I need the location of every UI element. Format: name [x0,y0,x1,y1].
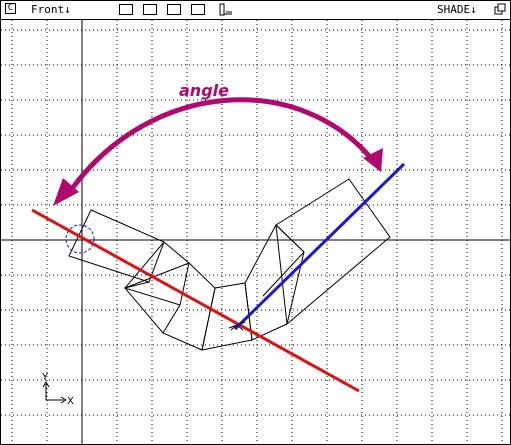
left-arm-segment-3 [124,262,216,351]
angle-arrowhead-left-icon [53,178,79,206]
viewport-title-bar: C Front↓ SHADE↓ [1,1,510,20]
pivot-circle[interactable] [65,224,95,254]
close-viewport-button[interactable]: C [5,3,16,14]
grid-snap-icon[interactable] [219,3,233,17]
axis-x-label: X [67,396,74,407]
construction-grid [1,20,510,444]
right-arm-segment-2 [275,178,391,325]
red-reference-line [31,208,360,393]
angle-arc [68,97,377,192]
shade-menu[interactable]: SHADE↓ [437,3,477,16]
layout-two-view-button[interactable] [143,4,157,15]
close-symbol: C [7,3,14,13]
left-arm-segment-2 [124,241,190,306]
axis-y-label: Y [41,372,49,383]
layout-four-view-button[interactable] [191,4,205,15]
angle-annotation-label: angle [179,81,229,100]
layout-single-view-button[interactable] [119,4,133,15]
left-arm-mesh [68,209,216,351]
left-arm-segment-1 [68,209,165,283]
axis-indicator: Y X [41,372,74,407]
blue-reference-line [233,162,406,331]
view-menu[interactable]: Front↓ [31,3,71,16]
angle-arrowhead-right-icon [363,148,383,172]
right-arm-segment-1 [244,224,305,341]
right-arm-mesh [244,178,391,341]
scene-canvas[interactable]: angle Y X [1,20,510,444]
layout-three-view-button[interactable] [167,4,181,15]
hinge-pivot-marker [228,321,246,329]
maximize-viewport-icon[interactable] [494,3,506,15]
